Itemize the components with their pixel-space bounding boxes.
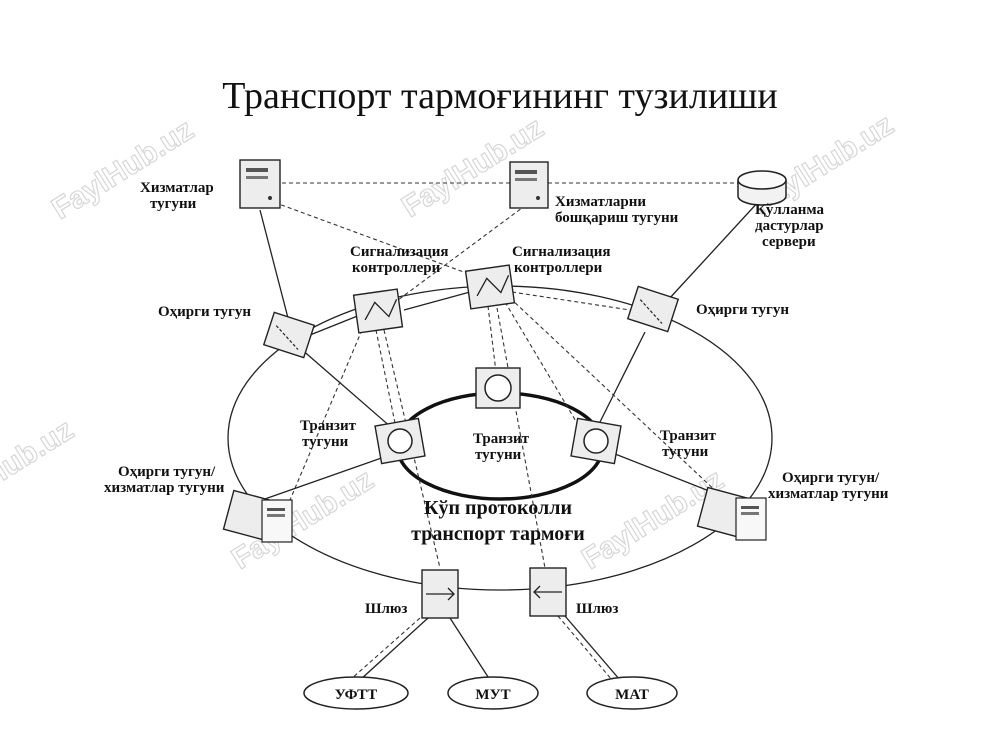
edge-services-node-left-icon <box>222 489 293 543</box>
sig-left-to-transit-left <box>375 329 397 429</box>
sig-right-to-edgesvc-right <box>509 297 721 496</box>
gateway-right-label: Шлюз <box>576 601 618 617</box>
mgmt-node-label-1: Хизматларни <box>555 194 646 210</box>
link-gw-left-to-pstn <box>359 617 429 681</box>
network-mat: МАТ <box>586 676 678 710</box>
edge-services-left-label-1: Оҳирги тугун/ <box>118 464 216 480</box>
page-title: Транспорт тармоғининг тузилиши <box>222 75 778 117</box>
link-services-to-sigctrl-right <box>267 199 481 279</box>
watermark: FaylHub.uz <box>0 413 79 526</box>
core-network-label-1: Кўп протоколли <box>424 497 572 519</box>
edge-services-left-label-2: хизматлар тугуни <box>104 480 225 496</box>
link-edge-left-to-sigctrl-left <box>309 314 361 336</box>
mgmt-node-server-icon <box>509 161 549 209</box>
transit-node-left-icon <box>374 417 426 465</box>
sig-gw-right-to-mat <box>557 615 613 681</box>
link-gw-left-to-mut <box>449 617 491 681</box>
transit-node-center-icon <box>475 367 521 409</box>
link-mgmt-to-sigctrl-left <box>397 204 527 301</box>
app-server-label-3: сервери <box>762 234 816 250</box>
mgmt-node-label-2: бошқариш тугуни <box>555 210 679 226</box>
signaling-controller-left-icon <box>352 288 404 334</box>
link-edge-right-to-transit-right <box>596 331 646 429</box>
core-network-label-2: транспорт тармоғи <box>411 523 585 545</box>
sig-right-to-edge-right <box>511 291 631 311</box>
link-transit-left-to-edgesvc-left <box>261 454 391 501</box>
sig-right-to-transit-right <box>504 301 581 429</box>
transit-left-label-2: тугуни <box>302 434 349 450</box>
network-mat-label: МАТ <box>615 687 649 703</box>
edge-node-right-label: Оҳирги тугун <box>696 302 789 318</box>
network-pstn: УФТТ <box>303 676 409 710</box>
edge-node-left-label: Оҳирги тугун <box>158 304 251 320</box>
link-sigctrl-left-to-sigctrl-right <box>403 291 471 311</box>
transit-center-label-1: Транзит <box>473 431 530 447</box>
edge-services-node-right-icon <box>696 486 767 541</box>
transit-left-label-1: Транзит <box>300 418 357 434</box>
edge-node-left-icon <box>262 311 316 359</box>
gateway-right-icon <box>529 567 567 617</box>
gateway-left-label: Шлюз <box>365 601 407 617</box>
link-edge-left-to-transit-left <box>299 347 393 429</box>
signaling-controller-right-icon <box>464 264 516 310</box>
app-server-database-icon <box>737 170 787 206</box>
link-appserver-to-edge-right <box>667 199 761 301</box>
link-services-node-to-edge-left <box>259 209 289 319</box>
sigctrl-left-label-1: Сигнализация <box>350 244 449 260</box>
sig-right-to-gateway-right <box>496 307 546 569</box>
services-node-label-2: тугуни <box>150 196 197 212</box>
sigctrl-right-label-2: контроллери <box>514 260 603 276</box>
edge-services-right-label-2: хизматлар тугуни <box>768 486 889 502</box>
transit-node-right-icon <box>570 417 622 465</box>
sigctrl-left-label-2: контроллери <box>352 260 441 276</box>
sigctrl-right-label-1: Сигнализация <box>512 244 611 260</box>
transit-center-label-2: тугуни <box>475 447 522 463</box>
network-pstn-label: УФТТ <box>335 687 377 703</box>
sig-right-to-transit-center <box>487 305 497 373</box>
link-gw-right-to-mat <box>564 615 621 681</box>
network-mut-label: МУТ <box>475 687 510 703</box>
transit-right-label-1: Транзит <box>660 428 717 444</box>
transit-right-label-2: тугуни <box>662 444 709 460</box>
network-mut: МУТ <box>447 676 539 710</box>
gateway-left-icon <box>421 569 459 619</box>
edge-node-right-icon <box>626 285 680 333</box>
services-node-server-icon <box>239 159 281 209</box>
edge-services-right-label-1: Оҳирги тугун/ <box>782 470 880 486</box>
sig-gw-left-to-pstn <box>349 617 421 681</box>
app-server-label-1: Қўлланма <box>755 202 824 218</box>
sig-left-to-edgesvc-left <box>289 329 363 501</box>
services-node-label-1: Хизматлар <box>140 180 214 196</box>
app-server-label-2: дастурлар <box>755 218 824 234</box>
